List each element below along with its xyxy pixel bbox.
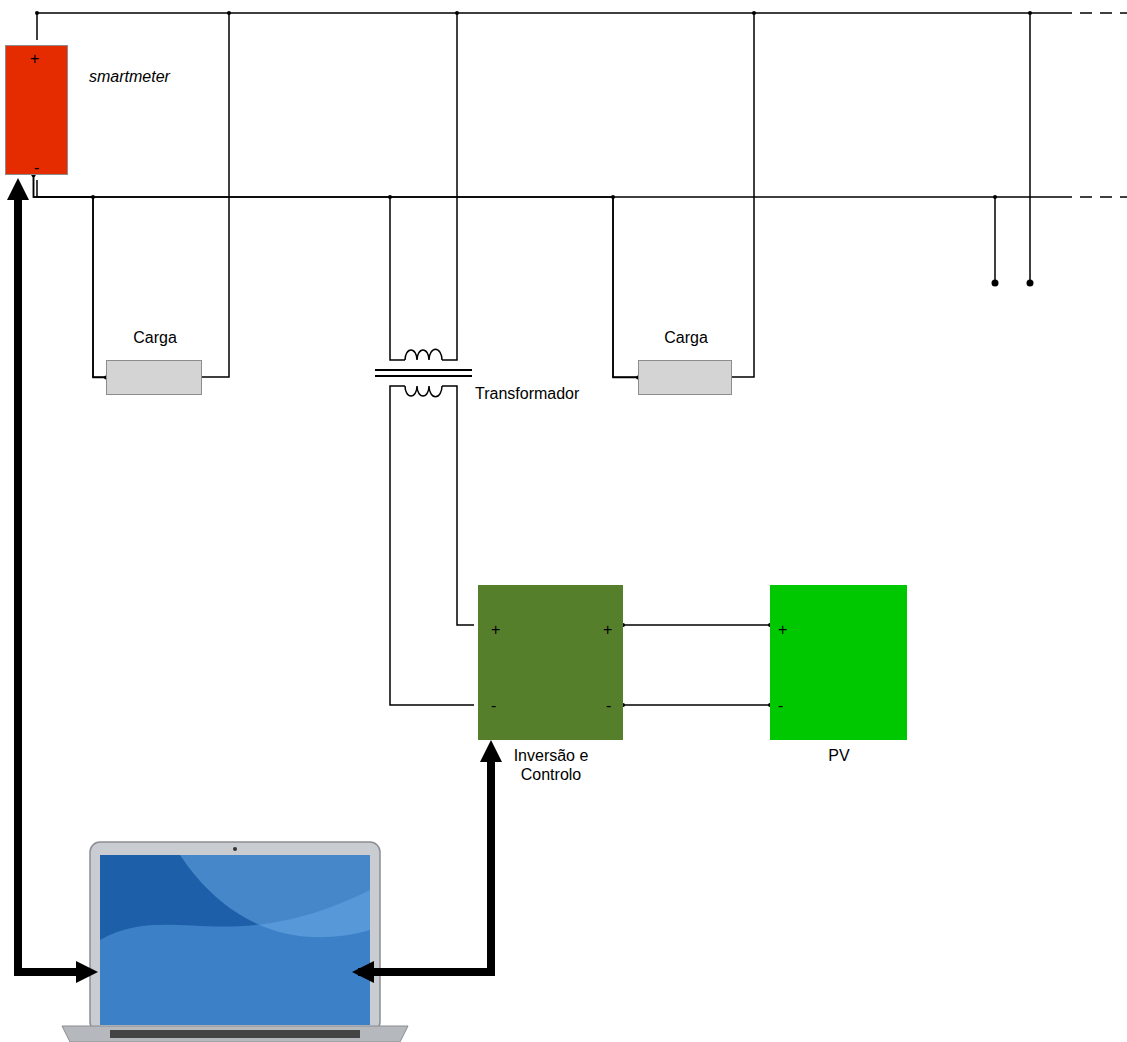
junction-dot: [1028, 11, 1032, 15]
primary-coil: [405, 349, 442, 360]
bus-wire: [1060, 196, 1127, 198]
wire: [456, 13, 458, 325]
wire-connector: [623, 704, 770, 706]
terminal-sign: -: [34, 158, 39, 177]
coil-lead: [442, 325, 457, 360]
node-label: Carga: [133, 328, 177, 347]
junction-dot: [455, 11, 459, 15]
wire-connector: [623, 624, 770, 626]
junction-dot: [227, 11, 231, 15]
wire: [389, 197, 391, 325]
wire: [390, 420, 474, 705]
arrowhead: [7, 178, 29, 200]
wire: [202, 13, 229, 377]
wire: [457, 420, 474, 625]
junction-dot: [993, 195, 997, 199]
coil-lead: [442, 386, 457, 420]
data-link: [358, 752, 491, 972]
wire-connector: [34, 175, 107, 378]
junction-dot: [35, 11, 39, 15]
terminal-dot: [1027, 280, 1034, 287]
transformer-core: [375, 369, 472, 371]
arrowhead: [480, 740, 502, 762]
wire-connector: [34, 175, 639, 378]
bus-wire: [37, 13, 1060, 40]
pv-box: +-PV: [770, 585, 907, 740]
data-link: [18, 195, 85, 972]
inverter-box: ++--Inversão e Controlo: [478, 585, 623, 740]
load-box: Carga: [106, 360, 202, 395]
node-label: Carga: [664, 328, 708, 347]
terminal-sign: +: [30, 49, 39, 68]
load-box: Carga: [638, 360, 732, 395]
arrowhead: [352, 961, 374, 983]
terminal-sign: +: [603, 620, 612, 639]
component-label: Transformador: [475, 384, 579, 403]
secondary-coil: [405, 386, 442, 397]
laptop-icon: [62, 842, 408, 1042]
transformer-core: [375, 375, 472, 377]
bus-wire: [1060, 12, 1127, 14]
wire: [613, 197, 638, 377]
wire: [994, 197, 996, 283]
terminal-sign: +: [778, 620, 787, 639]
terminal-sign: -: [778, 696, 783, 715]
wire: [1029, 13, 1031, 283]
coil-lead: [390, 386, 405, 420]
node-label: Inversão e Controlo: [494, 746, 609, 784]
terminal-dot: [992, 280, 999, 287]
bus-wire: [37, 180, 1060, 197]
wire: [93, 197, 106, 377]
junction-dot: [752, 11, 756, 15]
terminal-sign: -: [606, 696, 611, 715]
terminal-sign: -: [491, 696, 496, 715]
smartmeter-box: +-smartmeter: [5, 45, 68, 175]
terminal-sign: smartmeter: [89, 67, 170, 86]
coil-lead: [390, 325, 405, 360]
arrowhead: [76, 961, 98, 983]
wire: [732, 13, 754, 377]
node-label: PV: [828, 746, 849, 765]
terminal-sign: +: [491, 620, 500, 639]
